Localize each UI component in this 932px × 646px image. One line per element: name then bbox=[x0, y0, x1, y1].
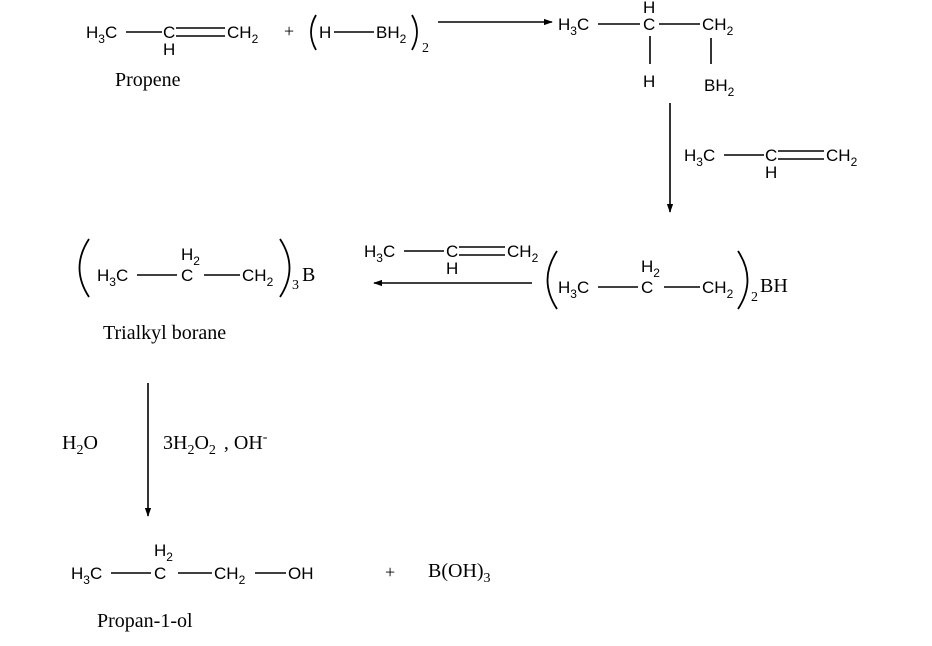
propene-molecule: H3C C H CH2 Propene bbox=[86, 23, 259, 91]
reagent3-central-h: H bbox=[446, 259, 458, 278]
dialkyl-h3c: H3C bbox=[558, 278, 589, 301]
diborane-reagent: H BH2 2 bbox=[310, 14, 429, 56]
trialkyl-borane-molecule: H3C H2 C CH2 3 B Trialkyl borane bbox=[78, 238, 315, 344]
propanol-h3c: H3C bbox=[71, 564, 102, 587]
propan-1-ol-molecule: H3C H2 C CH2 OH Propan-1-ol bbox=[71, 541, 314, 632]
dialkyl-left-paren bbox=[546, 250, 558, 310]
propene-central-c: C bbox=[163, 23, 175, 42]
monoalkyl-top-h: H bbox=[643, 0, 655, 17]
diborane-right-paren bbox=[411, 14, 418, 51]
trialkyl-right-paren bbox=[279, 238, 291, 298]
dialkyl-right-paren bbox=[737, 250, 749, 310]
propene-reagent-3: H3C C H CH2 bbox=[364, 242, 539, 278]
monoalkyl-bh2: BH2 bbox=[704, 76, 735, 99]
trialkyl-borane-label: Trialkyl borane bbox=[103, 322, 226, 344]
diborane-subscript: 2 bbox=[422, 41, 429, 56]
reagent3-ch2: CH2 bbox=[507, 242, 539, 265]
reagent2-h3c: H3C bbox=[684, 146, 715, 169]
propanol-ch2: CH2 bbox=[214, 564, 246, 587]
monoalkyl-bottom-h: H bbox=[643, 72, 655, 91]
dialkyl-central-c: C bbox=[641, 278, 653, 297]
monoalkyl-central-c: C bbox=[643, 15, 655, 34]
propene-label: Propene bbox=[115, 69, 181, 91]
reagent3-h3c: H3C bbox=[364, 242, 395, 265]
propanol-central-c: C bbox=[154, 564, 166, 583]
dialkyl-bh: BH bbox=[760, 275, 788, 297]
trialkyl-left-paren bbox=[78, 238, 90, 298]
trialkyl-h3c: H3C bbox=[97, 266, 128, 289]
water-reagent: H2O bbox=[62, 432, 98, 458]
dialkyl-subscript: 2 bbox=[751, 290, 758, 305]
monoalkyl-borane-molecule: H3C H C H CH2 BH2 bbox=[558, 0, 735, 99]
reagent2-central-h: H bbox=[765, 163, 777, 182]
trialkyl-subscript: 3 bbox=[292, 278, 299, 293]
boric-acid: B(OH)3 bbox=[428, 560, 491, 586]
dialkyl-h2: H2 bbox=[641, 257, 660, 280]
trialkyl-h2: H2 bbox=[181, 245, 200, 268]
trialkyl-b: B bbox=[302, 264, 315, 286]
diborane-bh2: BH2 bbox=[376, 23, 407, 46]
propanol-oh: OH bbox=[288, 564, 314, 583]
trialkyl-ch2: CH2 bbox=[242, 266, 274, 289]
propanol-h2: H2 bbox=[154, 541, 173, 564]
plus-sign-1: + bbox=[284, 21, 294, 41]
dialkyl-ch2: CH2 bbox=[702, 278, 734, 301]
propan-1-ol-label: Propan-1-ol bbox=[97, 610, 193, 632]
propene-reagent-2: H3C C H CH2 bbox=[684, 146, 858, 182]
reagent2-central-c: C bbox=[765, 146, 777, 165]
propene-central-h: H bbox=[163, 40, 175, 59]
dialkyl-borane-molecule: H3C H2 C CH2 2 BH bbox=[546, 250, 788, 310]
monoalkyl-ch2: CH2 bbox=[702, 15, 734, 38]
monoalkyl-h3c: H3C bbox=[558, 15, 589, 38]
reagent2-ch2: CH2 bbox=[826, 146, 858, 169]
diborane-h: H bbox=[319, 23, 331, 42]
reagent3-central-c: C bbox=[446, 242, 458, 261]
plus-sign-2: + bbox=[385, 562, 395, 582]
trialkyl-central-c: C bbox=[181, 266, 193, 285]
diborane-left-paren bbox=[310, 14, 317, 51]
oxidation-reagents: 3H2O2, OH- bbox=[163, 430, 268, 458]
propene-ch2: CH2 bbox=[227, 23, 259, 46]
propene-h3c: H3C bbox=[86, 23, 117, 46]
